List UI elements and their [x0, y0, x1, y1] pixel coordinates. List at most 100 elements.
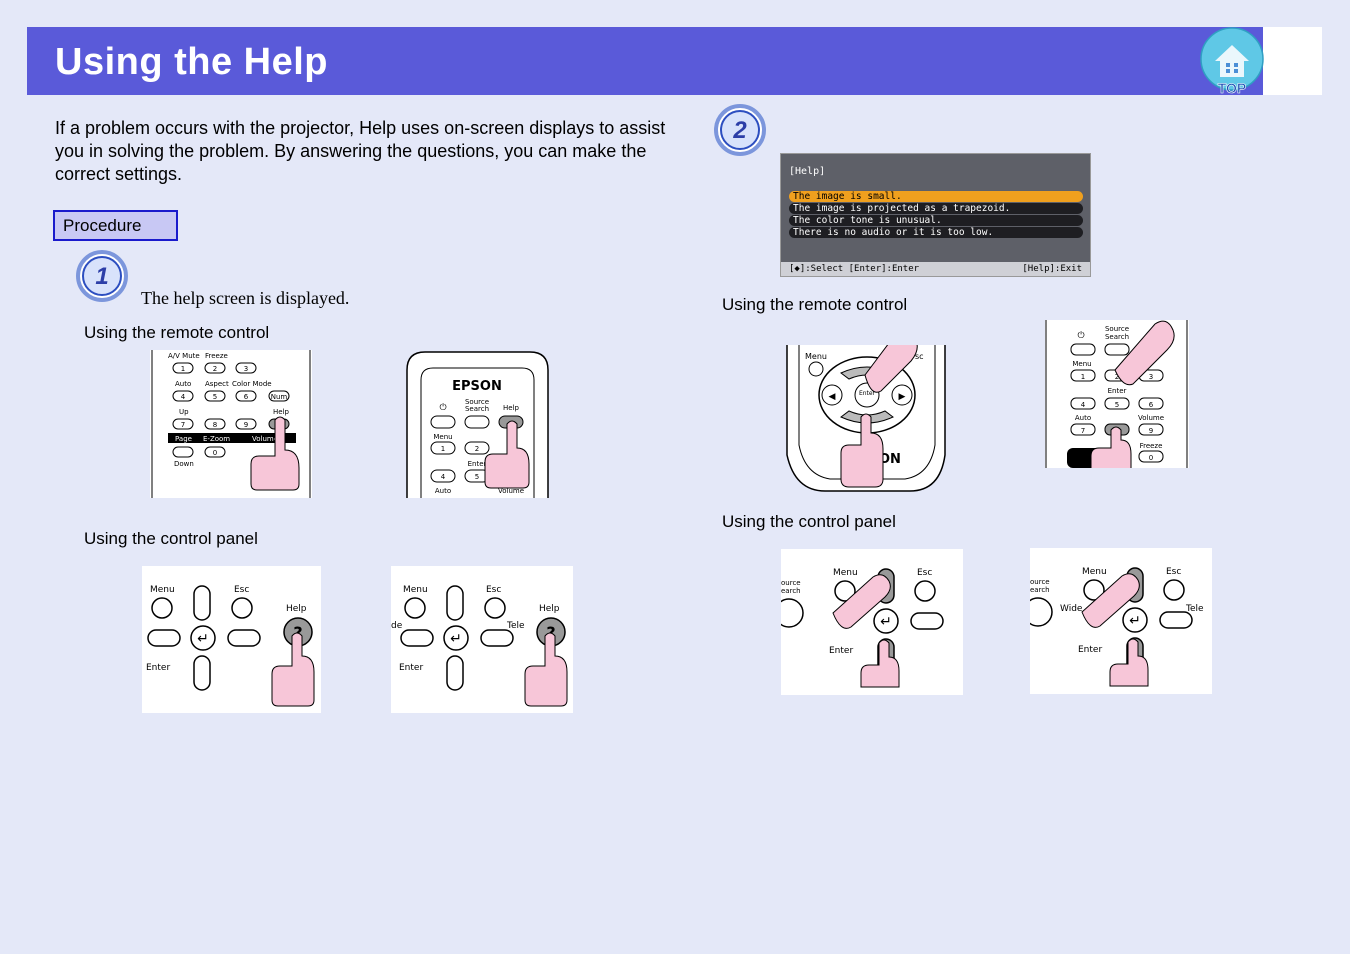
svg-text:Enter: Enter — [1108, 387, 1127, 395]
svg-text:9: 9 — [244, 421, 248, 429]
control-panel-arrow-figure: ource earch Menu Esc Enter ↵ — [781, 549, 963, 695]
svg-text:Up: Up — [179, 408, 189, 416]
svg-text:Menu: Menu — [150, 585, 175, 595]
svg-text:Source: Source — [465, 398, 489, 406]
svg-text:↵: ↵ — [1129, 613, 1141, 629]
svg-text:Auto: Auto — [1075, 414, 1091, 422]
remote-keypad-figure-2: ⏻ Source Search Menu Enter Auto Volume F… — [1045, 320, 1189, 468]
help-menu-item[interactable]: There is no audio or it is too low. — [789, 227, 1083, 238]
step-1-badge: 1 — [75, 249, 129, 303]
svg-text:EPSON: EPSON — [452, 379, 502, 394]
svg-text:E-Zoom: E-Zoom — [203, 435, 230, 443]
svg-text:▶: ▶ — [899, 392, 906, 402]
page-title: Using the Help — [55, 41, 329, 83]
svg-text:0: 0 — [1149, 454, 1153, 462]
svg-text:5: 5 — [475, 473, 479, 481]
intro-text: If a problem occurs with the projector, … — [55, 118, 666, 184]
svg-text:↵: ↵ — [197, 631, 209, 647]
svg-text:Search: Search — [1105, 333, 1129, 341]
svg-text:de: de — [391, 621, 403, 631]
control-panel-figure-alt: Menu Esc Help de Tele Enter ↵ ? — [391, 566, 573, 713]
svg-text:Enter: Enter — [1078, 645, 1102, 655]
svg-text:Tele: Tele — [1185, 604, 1204, 614]
svg-text:0: 0 — [213, 449, 217, 457]
help-menu-item[interactable]: The image is projected as a trapezoid. — [789, 203, 1083, 214]
svg-text:Help: Help — [539, 604, 560, 614]
pointing-finger-icon — [840, 345, 918, 488]
svg-text:Esc: Esc — [234, 585, 249, 595]
svg-text:3: 3 — [1149, 373, 1153, 381]
svg-text:1: 1 — [441, 445, 445, 453]
svg-text:6: 6 — [1149, 401, 1154, 409]
step-2-badge: 2 — [713, 103, 767, 157]
svg-text:Menu: Menu — [403, 585, 428, 595]
svg-text:3: 3 — [244, 365, 248, 373]
svg-text:2: 2 — [475, 445, 479, 453]
svg-text:Enter: Enter — [829, 646, 853, 656]
step-1-number: 1 — [95, 263, 108, 290]
svg-text:Page: Page — [175, 435, 192, 443]
pointing-finger-icon — [250, 416, 300, 491]
pointing-finger-icon — [484, 420, 530, 489]
step-2-panel-label: Using the control panel — [722, 512, 896, 531]
svg-text:Source: Source — [1105, 325, 1129, 333]
header-right-panel — [1263, 27, 1322, 95]
step-1-description: The help screen is displayed. — [141, 288, 350, 308]
svg-text:Search: Search — [465, 405, 489, 413]
svg-text:earch: earch — [781, 587, 801, 595]
svg-text:⏻: ⏻ — [1077, 330, 1084, 341]
svg-text:↵: ↵ — [450, 631, 462, 647]
svg-text:1: 1 — [181, 365, 185, 373]
svg-text:Num: Num — [271, 393, 288, 401]
svg-text:Enter: Enter — [468, 460, 487, 468]
pointing-finger-icon — [832, 574, 900, 688]
svg-text:↵: ↵ — [880, 614, 892, 630]
svg-text:sc: sc — [915, 352, 924, 361]
svg-text:Tele: Tele — [506, 621, 525, 631]
svg-text:Menu: Menu — [1082, 567, 1107, 577]
svg-text:Help: Help — [273, 408, 290, 416]
step-1-panel-label: Using the control panel — [84, 529, 258, 548]
top-label: TOP — [1218, 80, 1247, 96]
home-icon: TOP — [1200, 27, 1264, 96]
svg-text:ource: ource — [781, 579, 801, 587]
help-menu-item[interactable]: The image is small. — [789, 191, 1083, 202]
svg-text:5: 5 — [213, 393, 217, 401]
svg-text:7: 7 — [181, 421, 185, 429]
svg-text:Freeze: Freeze — [205, 352, 228, 360]
top-button[interactable]: TOP — [1199, 27, 1265, 97]
step-2-remote-label: Using the remote control — [722, 295, 908, 314]
svg-text:5: 5 — [1115, 401, 1119, 409]
svg-text:2: 2 — [213, 365, 217, 373]
svg-text:Esc: Esc — [917, 568, 932, 578]
remote-arrow-pad-figure: Menu sc Enter ◀ ▶ ON — [785, 345, 947, 493]
procedure-label: Procedure — [53, 210, 178, 241]
svg-text:◀: ◀ — [829, 392, 836, 402]
pointing-finger-icon — [1081, 573, 1149, 687]
svg-text:A/V Mute: A/V Mute — [168, 352, 200, 360]
help-menu-item[interactable]: The color tone is unusual. — [789, 215, 1083, 226]
svg-text:Help: Help — [286, 604, 307, 614]
svg-text:ource: ource — [1030, 578, 1050, 586]
svg-text:Menu: Menu — [433, 433, 452, 441]
svg-text:Menu: Menu — [1072, 360, 1091, 368]
svg-text:ON: ON — [879, 452, 901, 467]
svg-text:Down: Down — [174, 460, 194, 468]
svg-text:9: 9 — [1149, 427, 1153, 435]
svg-text:?: ? — [293, 623, 302, 642]
svg-text:4: 4 — [181, 393, 186, 401]
svg-text:Volume: Volume — [1138, 414, 1164, 422]
control-panel-arrow-figure-alt: ource earch Menu Esc Wide Tele Enter ↵ — [1030, 548, 1212, 694]
svg-text:4: 4 — [1081, 401, 1086, 409]
pointing-finger-icon — [524, 632, 568, 707]
svg-text:4: 4 — [441, 473, 446, 481]
svg-text:?: ? — [546, 623, 555, 642]
svg-text:2: 2 — [1115, 373, 1119, 381]
svg-text:Freeze: Freeze — [1140, 442, 1163, 450]
svg-text:8: 8 — [213, 421, 217, 429]
svg-text:earch: earch — [1030, 586, 1050, 594]
svg-text:Aspect: Aspect — [205, 380, 229, 388]
help-menu-title: [Help] — [789, 166, 826, 177]
